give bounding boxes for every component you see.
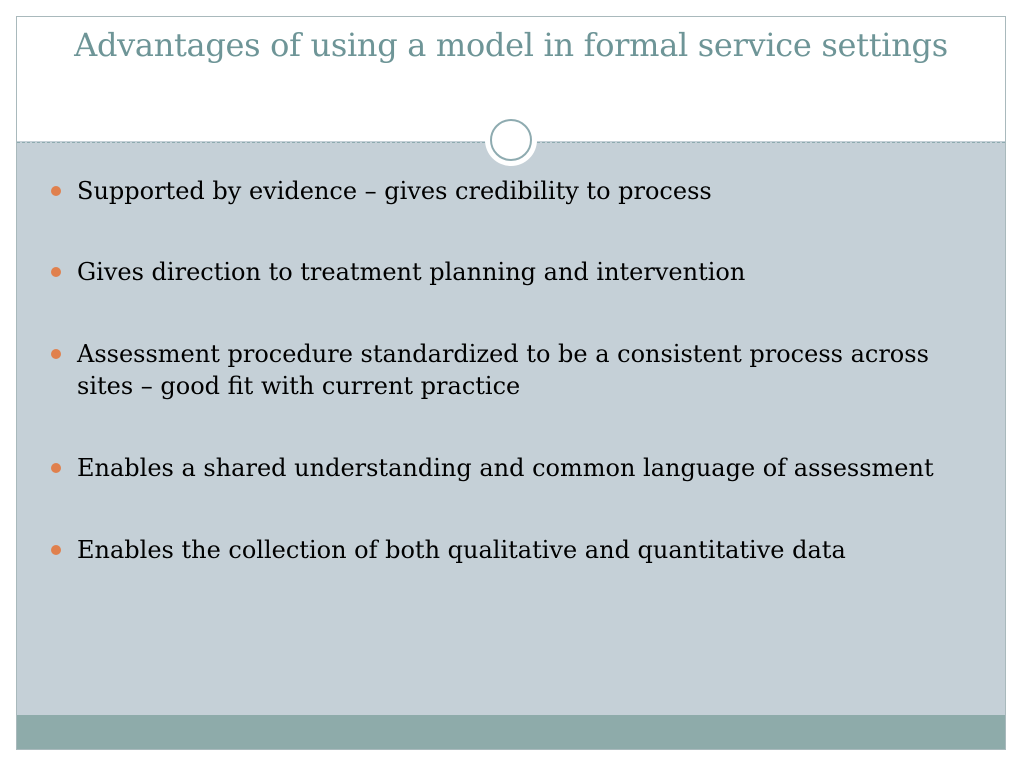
bullet-item: Supported by evidence – gives credibilit… [47, 175, 977, 207]
bullet-item: Gives direction to treatment planning an… [47, 256, 977, 288]
bullet-dot-icon [51, 186, 61, 196]
bullet-text: Enables a shared understanding and commo… [77, 454, 934, 482]
bullet-dot-icon [51, 463, 61, 473]
bullet-text: Supported by evidence – gives credibilit… [77, 177, 712, 205]
bullet-list: Supported by evidence – gives credibilit… [47, 175, 977, 566]
bullet-text: Gives direction to treatment planning an… [77, 258, 746, 286]
circle-ornament-icon [485, 114, 537, 166]
bullet-dot-icon [51, 349, 61, 359]
bullet-item: Assessment procedure standardized to be … [47, 338, 977, 402]
footer-band [17, 715, 1005, 749]
bullet-dot-icon [51, 267, 61, 277]
bullet-item: Enables the collection of both qualitati… [47, 534, 977, 566]
bullet-item: Enables a shared understanding and commo… [47, 452, 977, 484]
bullet-text: Assessment procedure standardized to be … [77, 340, 929, 400]
bullet-dot-icon [51, 545, 61, 555]
ornament-ring [490, 119, 532, 161]
bullet-text: Enables the collection of both qualitati… [77, 536, 846, 564]
slide: Advantages of using a model in formal se… [16, 16, 1006, 750]
slide-title: Advantages of using a model in formal se… [74, 26, 948, 64]
